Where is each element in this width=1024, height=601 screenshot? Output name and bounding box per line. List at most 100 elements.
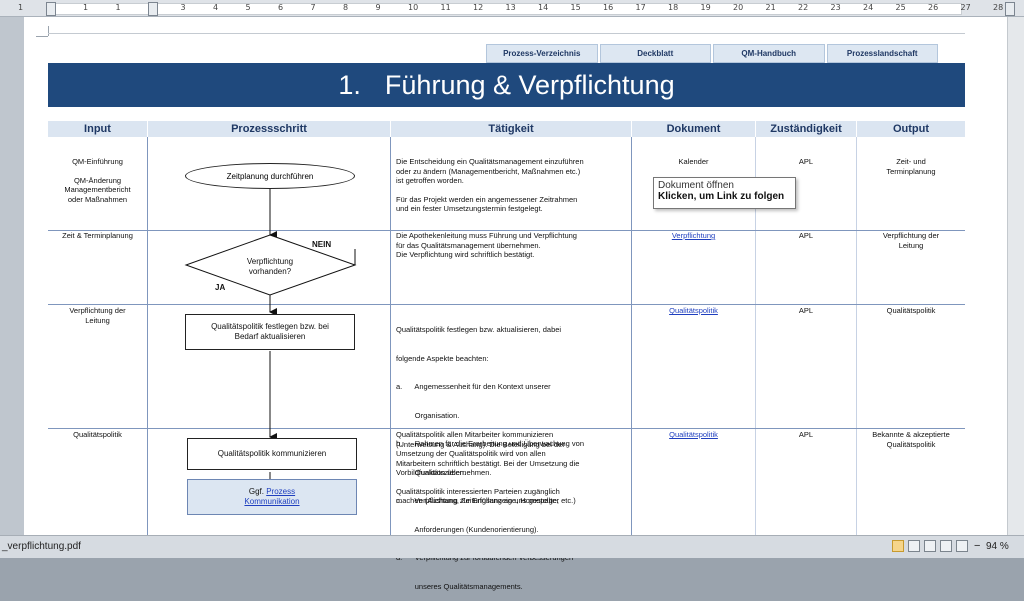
ruler-tick-label: 27 [960,3,971,12]
row1-zustaendigkeit: APL [798,157,814,166]
text-line: (Unterweisung & Aushang). Die Beteiligun… [396,439,565,449]
row1-input: QM-Einführung QM-Änderung Managementberi… [50,157,145,204]
output-line: Verpflichtung der [882,231,940,240]
text-line: und ein fester Umsetzungstermin festgele… [396,204,543,213]
prozess-link[interactable]: Prozess [266,487,296,496]
text-line: Die Verpflichtung wird schriftlich bestä… [396,250,535,259]
input-line: Managementbericht [64,185,131,194]
nav-bar: Prozess-Verzeichnis Deckblatt QM-Handbuc… [486,44,940,63]
file-name: _verpflichtung.pdf [2,541,81,552]
row2-input: Zeit & Terminplanung [62,231,133,240]
ruler-tick-label: 20 [733,3,744,12]
ruler-tick-label: 21 [765,3,776,12]
page-title: 1.Führung & Verpflichtung [48,63,965,107]
text-line: unseres Qualitätsmanagements. [396,581,523,591]
right-indent-marker[interactable] [1005,2,1015,16]
ruler-tick-label: 4 [213,3,219,12]
text-line: c. Verpflichtung zur Erfüllung an uns ge… [396,496,560,505]
ja-label: JA [215,283,226,292]
nav-prozesslandschaft[interactable]: Prozesslandschaft [826,44,938,63]
web-layout-icon[interactable] [924,540,936,552]
ruler-tick-label: 19 [700,3,711,12]
ruler-tick-label: 15 [570,3,581,12]
row4-output: Bekannte & akzeptierte Qualitätspolitik [858,430,964,449]
vertical-scrollbar[interactable] [1007,17,1024,535]
text-line: Die Apothekenleitung muss Führung und Ve… [396,231,577,240]
tab-marker[interactable] [148,2,158,16]
zoom-out-icon[interactable]: − [974,540,981,552]
output-line: Terminplanung [886,166,936,176]
text-line: Für das Projekt werden ein angemessener … [396,194,578,204]
tooltip-line1: Dokument öffnen [658,180,734,191]
tooltip-line2: Klicken, um Link zu folgen [658,191,785,202]
left-margin-strip [0,17,24,535]
crop-mark [36,36,48,37]
status-bar: _verpflichtung.pdf 94 % − [0,535,1024,558]
ruler-tick-label: 26 [928,3,939,12]
start-oval: Zeitplanung durchführen [185,163,355,189]
ruler-tick-label: 11 [440,3,451,12]
decision-line: vorhanden? [248,266,292,276]
row4-taetigkeit: Qualitätspolitik allen Mitarbeiter kommu… [396,430,628,506]
horizontal-ruler[interactable]: 1211234567891011121314151617181920212223… [0,0,1024,17]
nav-deckblatt[interactable]: Deckblatt [599,44,711,63]
ruler-tick-label: 24 [863,3,874,12]
ruler-tick-label: 22 [798,3,809,12]
ruler-tick-label: 6 [278,3,284,12]
process-line: Qualitätspolitik festlegen bzw. bei [211,322,329,331]
nav-qm-handbuch[interactable]: QM-Handbuch [713,44,825,63]
ruler-tick-label: 1 [18,3,24,12]
draft-view-icon[interactable] [956,540,968,552]
text-line [396,186,628,195]
text-line: Qualitätszielen. [396,467,467,477]
ruler-tick-label: 10 [408,3,419,12]
outline-view-icon[interactable] [940,540,952,552]
crop-mark [48,26,49,36]
kommunikation-link[interactable]: Kommunikation [244,497,300,506]
col-header-taetigkeit: Tätigkeit [391,121,631,137]
decision-line: Verpflichtung [246,257,294,266]
print-layout-icon[interactable] [892,540,904,552]
nav-prozess-verzeichnis[interactable]: Prozess-Verzeichnis [486,44,598,63]
row2-dokument-link[interactable]: Verpflichtung [671,231,716,240]
grid-line [856,137,857,535]
col-header-input: Input [48,121,147,137]
text-line: Qualitätspolitik allen Mitarbeiter kommu… [396,430,554,439]
ruler-tick-label: 3 [180,3,186,12]
row2-output: Verpflichtung der Leitung [858,231,964,250]
ruler-tick-label: 12 [473,3,484,12]
title-text: Führung & Verpflichtung [384,70,675,100]
grid-line [755,137,756,535]
row3-input: Verpflichtung der Leitung [50,306,145,325]
ruler-tick-label: 5 [245,3,251,12]
row4-dokument-link[interactable]: Qualitätspolitik [669,430,718,439]
row1-dokument: Kalender [678,157,709,166]
ruler-tick-label: 9 [375,3,381,12]
row1-output: Zeit- und Terminplanung [858,157,964,176]
row-divider [48,230,965,231]
ruler-tick-label: 16 [603,3,614,12]
text-line: Mitarbeitern schriftlich bestätigt. Bei … [396,458,580,468]
text-line: Anforderungen (Kundenorientierung). [396,524,539,534]
full-screen-icon[interactable] [908,540,920,552]
row1-taetigkeit: Die Entscheidung ein Qualitätsmanagement… [396,157,628,214]
row2-zustaendigkeit: APL [798,231,814,240]
text-line: ist getroffen worden. [396,176,464,185]
ruler-tick-label: 17 [635,3,646,12]
decision-diamond [184,234,357,296]
text-line: Qualitätspolitik festlegen bzw. aktualis… [396,325,562,334]
header-boundary [48,33,965,34]
row3-dokument-link[interactable]: Qualitätspolitik [669,306,718,315]
row4-zustaendigkeit: APL [798,430,814,439]
row4-input: Qualitätspolitik [73,430,122,439]
left-indent-marker[interactable] [46,2,56,16]
text-line: Organisation. [396,410,460,420]
ruler-tick-label: 13 [505,3,516,12]
text-line: Qualitätspolitik interessierten Parteien… [396,486,560,496]
ruler-tick-label: 28 [993,3,1004,12]
zoom-level[interactable]: 94 % [986,541,1009,552]
text-line: Vorbildfunktion übernehmen. [396,468,492,477]
text-line: machen (Aushang, Zeitungsanzeige, Homepa… [396,496,576,505]
process-box-kommunizieren: Qualitätspolitik kommunizieren [187,438,357,470]
row3-zustaendigkeit: APL [798,306,814,315]
